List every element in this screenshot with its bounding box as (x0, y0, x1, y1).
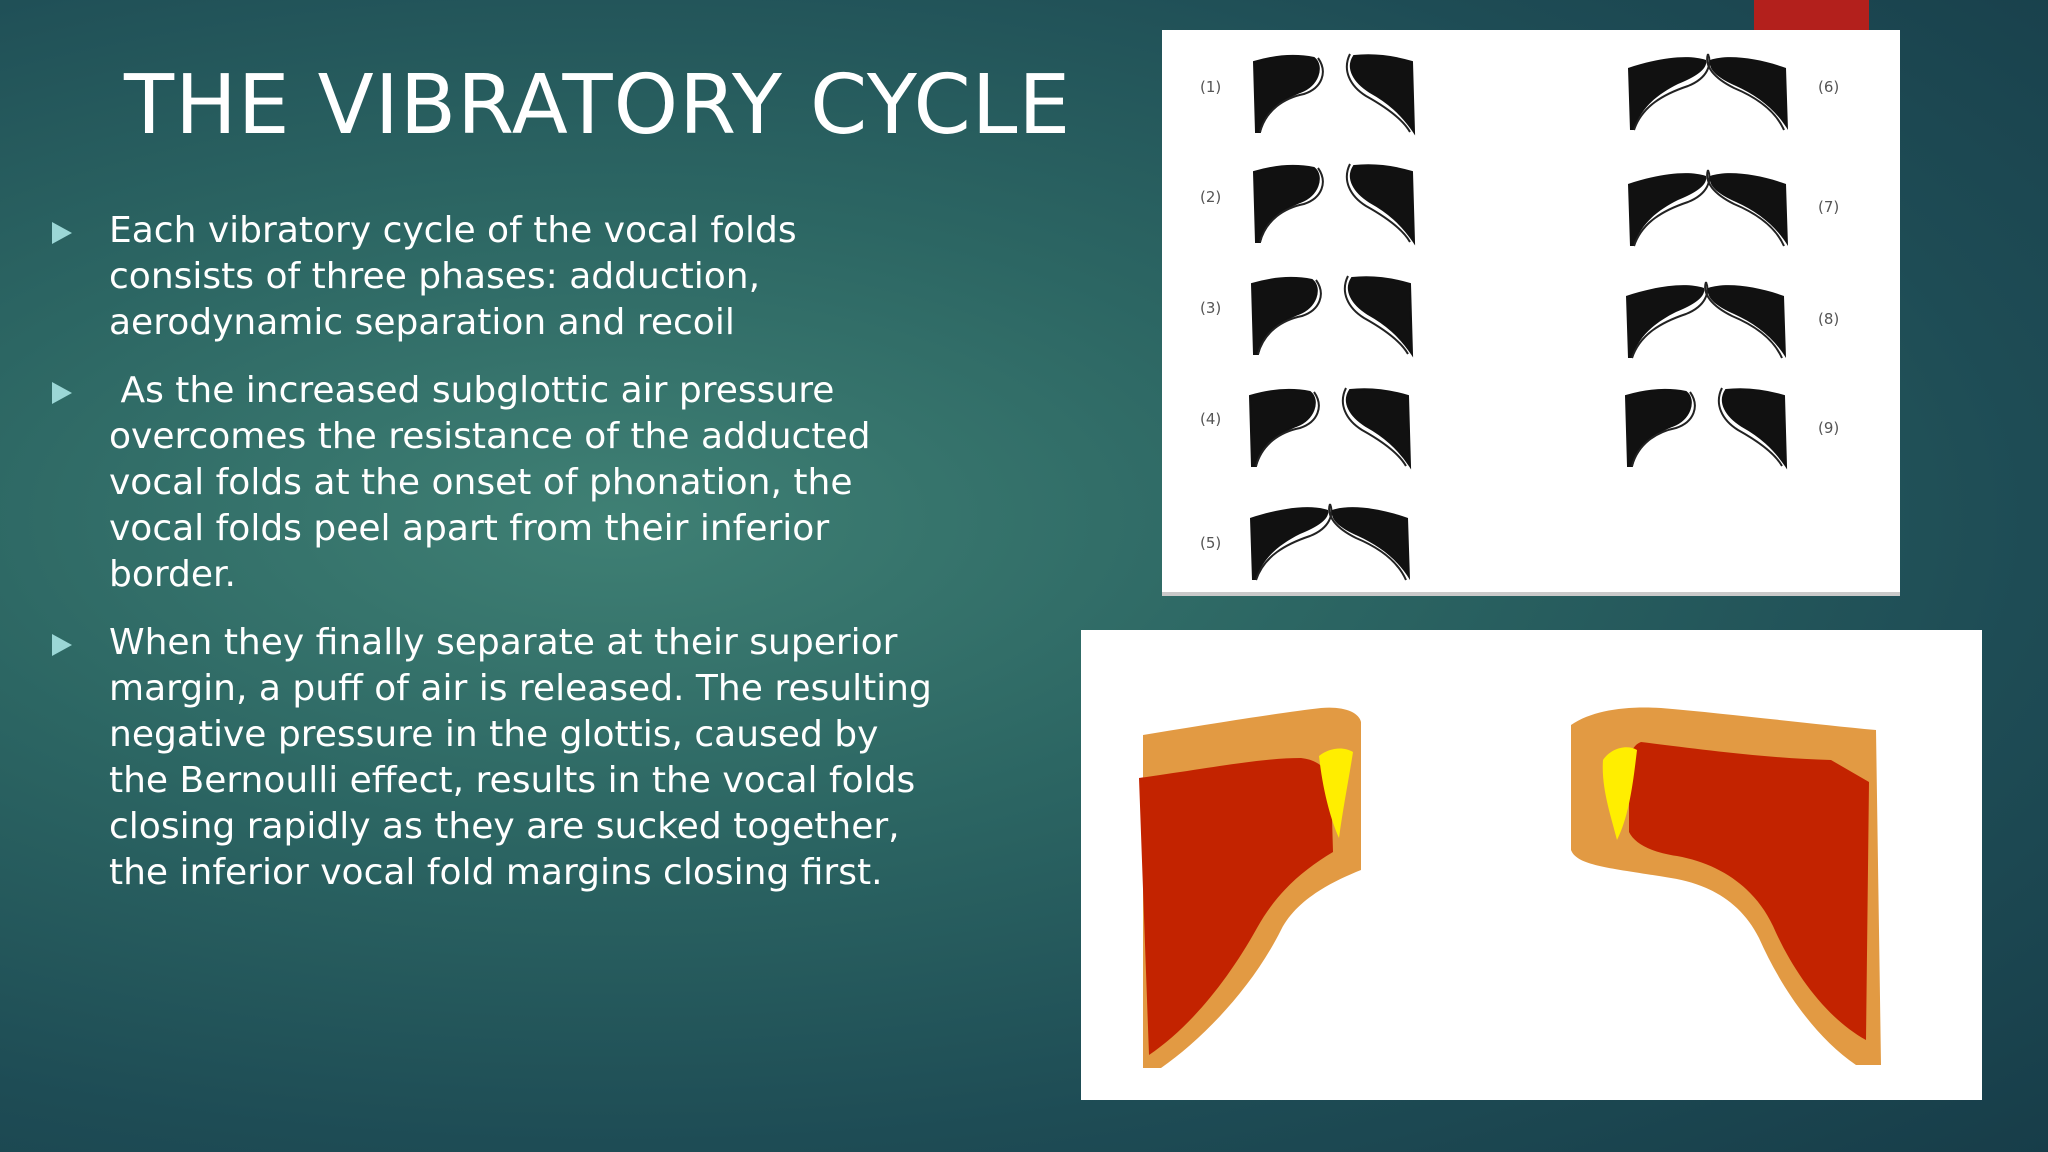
bullet-text: When they finally separate at their supe… (109, 622, 932, 893)
phase-3-folds (1251, 275, 1413, 355)
phase-label: (3) (1200, 299, 1221, 317)
phase-6-folds (1627, 53, 1789, 131)
bullet-item: Each vibratory cycle of the vocal folds … (52, 208, 932, 346)
phase-label: (2) (1200, 188, 1221, 206)
bullet-item: When they finally separate at their supe… (52, 620, 932, 896)
phase-label: (8) (1818, 310, 1839, 328)
accent-tab (1754, 0, 1869, 30)
phase-label: (6) (1818, 78, 1839, 96)
phase-label: (4) (1200, 410, 1221, 428)
bullet-arrow-icon (52, 382, 72, 404)
phase-5-folds (1249, 503, 1411, 581)
phase-7-folds (1627, 169, 1789, 247)
phase-9-folds (1625, 387, 1787, 467)
bullet-text: As the increased subglottic air pressure… (109, 370, 882, 595)
left-vocal-fold (1139, 707, 1361, 1068)
bullet-arrow-icon (52, 634, 72, 656)
bullet-arrow-icon (52, 222, 72, 244)
phase-8-folds (1625, 281, 1787, 359)
phase-label: (5) (1200, 534, 1221, 552)
phase-label: (9) (1818, 419, 1839, 437)
slide-title: THE VIBRATORY CYCLE (124, 58, 1072, 153)
vocal-fold-cross-section-figure (1081, 630, 1982, 1100)
phase-label: (1) (1200, 78, 1221, 96)
vibratory-phases-figure: (1) (2) (3) (4) (5) (6) (7) (8) (9) (1162, 30, 1900, 596)
bullet-list: Each vibratory cycle of the vocal folds … (52, 208, 932, 918)
phase-label: (7) (1818, 198, 1839, 216)
phase-1-folds (1253, 53, 1415, 133)
bullet-text: Each vibratory cycle of the vocal folds … (109, 210, 797, 343)
bullet-item: As the increased subglottic air pressure… (52, 368, 932, 598)
phase-2-folds (1253, 163, 1415, 243)
right-vocal-fold (1571, 707, 1881, 1065)
phase-4-folds (1249, 387, 1411, 467)
